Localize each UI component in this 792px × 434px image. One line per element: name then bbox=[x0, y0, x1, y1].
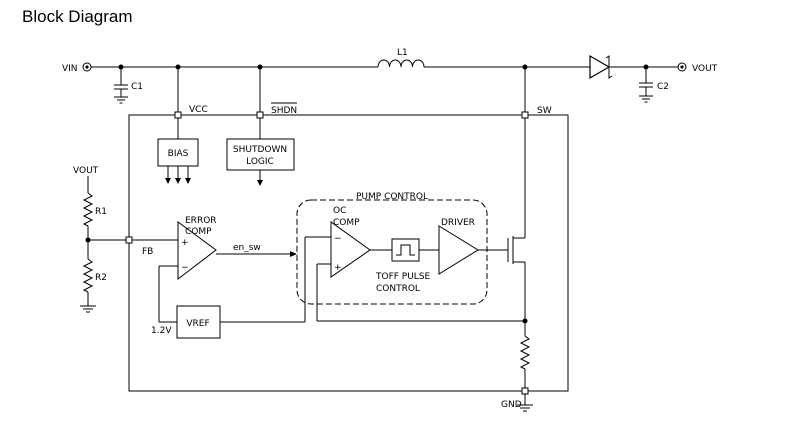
sw-label: SW bbox=[537, 106, 552, 116]
r2-label: R2 bbox=[95, 273, 107, 283]
shdn-pin bbox=[256, 111, 264, 119]
vout-feedback-label: VOUT bbox=[73, 166, 99, 176]
pulse-icon bbox=[396, 244, 415, 256]
fb-label: FB bbox=[142, 247, 153, 257]
error-comparator bbox=[177, 221, 217, 281]
oc-plus-sign: + bbox=[334, 263, 342, 273]
capacitor-c1 bbox=[114, 64, 128, 104]
chip-boundary bbox=[128, 114, 569, 392]
vin-label: VIN bbox=[62, 64, 78, 74]
shutdown-label-line2: LOGIC bbox=[246, 157, 274, 167]
shutdown-label-line1: SHUTDOWN bbox=[233, 145, 287, 155]
error-minus-sign: − bbox=[181, 263, 189, 273]
oc-label-line2: COMP bbox=[333, 218, 360, 228]
gnd-label: GND bbox=[501, 400, 522, 410]
vout-output-label: VOUT bbox=[692, 64, 718, 74]
error-label-line2: COMP bbox=[185, 227, 212, 237]
error-label-line1: ERROR bbox=[185, 216, 217, 226]
oc-label-line1: OC bbox=[333, 206, 346, 216]
r1-label: R1 bbox=[95, 207, 107, 217]
oc-comparator bbox=[330, 221, 371, 278]
vref-label: VREF bbox=[186, 319, 209, 329]
bias-label: BIAS bbox=[168, 149, 189, 159]
toff-label-line1: TOFF PULSE bbox=[375, 272, 431, 282]
vout-terminal bbox=[677, 62, 687, 72]
toff-pulse-block bbox=[391, 238, 420, 262]
vref-voltage-label: 1.2V bbox=[151, 326, 172, 336]
sw-pin bbox=[521, 111, 529, 119]
ground-chip bbox=[517, 404, 533, 412]
resistor-r2 bbox=[82, 258, 94, 293]
en-sw-label: en_sw bbox=[233, 243, 261, 253]
vcc-label: VCC bbox=[189, 105, 208, 115]
c2-label: C2 bbox=[657, 82, 669, 92]
shdn-label: SHDN bbox=[271, 106, 297, 116]
vcc-pin bbox=[174, 111, 182, 119]
driver-buffer bbox=[438, 225, 479, 275]
resistor-r1 bbox=[82, 192, 94, 227]
page-title: Block Diagram bbox=[22, 7, 133, 26]
toff-label-line2: CONTROL bbox=[376, 284, 420, 294]
en-sw-arrow bbox=[290, 251, 297, 257]
oc-minus-sign: − bbox=[334, 234, 342, 244]
shutdown-logic-block bbox=[226, 138, 295, 171]
power-mosfet bbox=[507, 236, 525, 264]
pump-control-region bbox=[296, 199, 488, 305]
l1-label: L1 bbox=[397, 48, 408, 58]
ground-r2 bbox=[80, 305, 96, 313]
shutdown-output-arrow bbox=[257, 180, 263, 186]
c1-label: C1 bbox=[131, 82, 143, 92]
pump-control-label: PUMP CONTROL bbox=[356, 192, 428, 202]
fb-pin bbox=[125, 236, 133, 244]
driver-label: DRIVER bbox=[441, 218, 475, 228]
vref-block bbox=[176, 305, 221, 339]
capacitor-c2 bbox=[639, 64, 653, 103]
gnd-pin bbox=[521, 387, 529, 395]
schottky-diode bbox=[589, 54, 613, 80]
error-plus-sign: + bbox=[181, 238, 189, 248]
bias-output-arrows bbox=[165, 166, 191, 184]
vin-terminal bbox=[82, 62, 92, 72]
inductor-l1 bbox=[377, 59, 425, 68]
sense-resistor bbox=[519, 335, 531, 370]
